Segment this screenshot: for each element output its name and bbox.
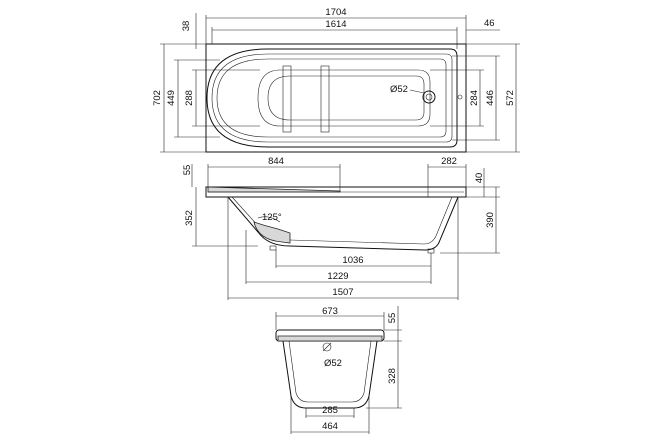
dim-headrest-width: 288 [184, 90, 195, 106]
dim-left-slope: 844 [268, 156, 284, 167]
top-view: Ø52 1704 1614 46 38 702 449 [152, 7, 520, 153]
side-tub-body [227, 196, 459, 251]
dim-right-depth: 390 [485, 212, 496, 228]
dim-right-offset: 46 [484, 18, 495, 29]
dim-inner-width-left: 449 [166, 90, 177, 106]
drain-hole [422, 90, 436, 104]
dim-end-rim-height: 55 [387, 313, 398, 324]
end-drain-hole [322, 342, 332, 352]
dim-right-rim: 40 [474, 173, 485, 184]
dim-left-depth: 352 [184, 210, 195, 226]
side-headrest [253, 221, 291, 244]
end-view: Ø52 673 55 328 285 464 [275, 306, 402, 434]
dim-inner-length: 1614 [325, 19, 346, 30]
dim-overall-width: 702 [152, 90, 163, 106]
dim-overall-length: 1704 [325, 7, 346, 18]
dim-side-rim-height: 55 [182, 165, 193, 176]
dim-right-overall: 572 [505, 90, 516, 106]
side-angle-label: 125° [262, 212, 282, 223]
dim-end-bottom-inner: 285 [322, 405, 338, 416]
dim-bottom-overall: 1507 [332, 287, 353, 298]
tub-inner-basin [206, 48, 458, 148]
dim-end-bottom-overall: 464 [322, 421, 338, 432]
dim-bottom-mid: 1229 [327, 271, 348, 282]
dim-end-depth: 328 [387, 368, 398, 384]
side-view: 125° 844 282 55 40 352 [182, 156, 500, 300]
side-rim [205, 186, 467, 198]
overflow-hole [457, 94, 463, 100]
dim-bottom-inner: 1036 [342, 255, 363, 266]
tub-outer-rim [205, 43, 467, 153]
top-drain-label: Ø52 [390, 84, 408, 95]
dim-right-slope: 282 [441, 156, 457, 167]
dim-left-offset: 38 [181, 21, 192, 32]
dim-top-width: 673 [322, 306, 338, 317]
end-tub-body [282, 340, 378, 409]
dim-right-recess: 284 [469, 90, 480, 106]
dim-right-inner: 446 [485, 90, 496, 106]
headrest-relief [257, 69, 431, 127]
end-drain-label: Ø52 [324, 358, 342, 369]
